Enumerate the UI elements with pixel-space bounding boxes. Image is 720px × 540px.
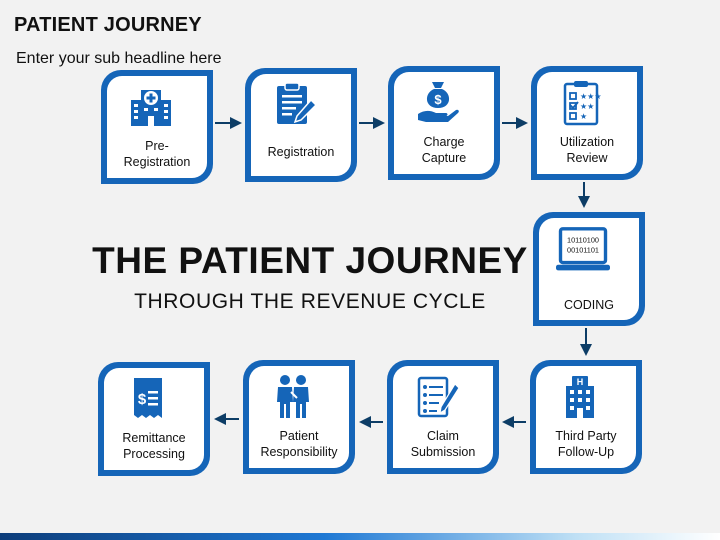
step-label: Third Party Follow-Up	[555, 429, 617, 459]
step-label: Remittance Processing	[122, 431, 186, 461]
svg-text:$: $	[138, 391, 147, 408]
footer-gradient-bar	[0, 533, 720, 540]
clipboard-pen-icon	[277, 82, 318, 124]
money-bag-hand-icon: $	[418, 82, 459, 122]
svg-text:$: $	[434, 92, 442, 107]
step-pre-registration: Pre- Registration	[101, 70, 213, 184]
step-claim-submission: Claim Submission	[387, 360, 499, 474]
step-label: Registration	[267, 145, 335, 159]
step-charge-capture: $ Charge Capture	[388, 66, 500, 180]
step-label: CODING	[564, 298, 614, 312]
office-building-icon: H	[566, 376, 594, 418]
checklist-pen-icon	[417, 376, 460, 418]
computer-binary-icon: 10110100 00101101	[556, 227, 610, 271]
receipt-dollar-icon: $	[134, 378, 162, 418]
step-registration: Registration	[245, 68, 357, 182]
binary-line-1: 10110100	[567, 235, 599, 244]
step-coding: 10110100 00101101 CODING	[533, 212, 645, 326]
hospital-icon	[131, 90, 171, 126]
binary-line-2: 00101101	[567, 245, 599, 254]
step-remittance-processing: $ Remittance Processing	[98, 362, 210, 476]
svg-text:H: H	[577, 377, 584, 387]
page-subtitle: Enter your sub headline here	[16, 50, 222, 67]
checklist-star-icon: ★★★ ★★ ★	[563, 81, 602, 126]
center-headline: THE PATIENT JOURNEY	[92, 240, 528, 281]
step-third-party-follow-up: H Third Party Follow-Up	[530, 360, 642, 474]
step-label: Claim Submission	[410, 429, 476, 459]
step-label: Charge Capture	[421, 135, 467, 165]
step-label: Pre- Registration	[123, 139, 191, 169]
page-title: PATIENT JOURNEY	[14, 14, 202, 36]
svg-text:★★★: ★★★	[580, 92, 602, 101]
two-people-icon	[277, 375, 309, 418]
step-label: Patient Responsibility	[260, 429, 338, 459]
step-label: Utilization Review	[559, 135, 615, 165]
step-utilization-review: ★★★ ★★ ★ Utilization Review	[531, 66, 643, 180]
svg-text:★★: ★★	[580, 102, 594, 111]
step-patient-responsibility: Patient Responsibility	[243, 360, 355, 474]
svg-text:★: ★	[580, 112, 587, 121]
center-subheadline: THROUGH THE REVENUE CYCLE	[134, 290, 486, 313]
